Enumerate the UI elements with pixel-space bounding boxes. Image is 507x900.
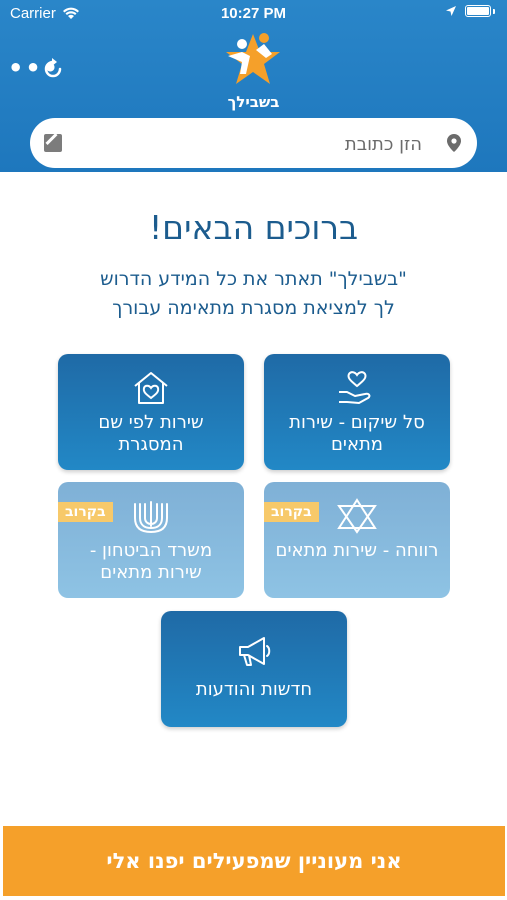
carrier-label: Carrier	[10, 5, 56, 22]
card-defense-label: משרד הביטחון - שירות מתאים	[89, 540, 213, 583]
battery-icon	[465, 5, 491, 17]
star-of-david-icon	[337, 498, 377, 534]
logo-text: בשבילך	[227, 93, 280, 111]
refresh-icon[interactable]	[40, 56, 66, 82]
welcome-subtitle: "בשבילך" תאתר את כל המידע הדרוש לך למציא…	[0, 265, 507, 323]
card-welfare-label: רווחה - שירות מתאים	[275, 540, 439, 561]
location-pin-icon	[447, 134, 461, 152]
status-time: 10:27 PM	[220, 5, 287, 22]
card-defense-ministry-service[interactable]: בקרוב משרד הביטחון - שירות מתאים	[58, 482, 244, 598]
battery-tip	[493, 8, 495, 14]
carrier-group: Carrier	[10, 5, 80, 22]
wifi-icon	[62, 7, 79, 19]
card-welfare-service[interactable]: בקרוב רווחה - שירות מתאים	[264, 482, 450, 598]
welcome-line-2: לך למציאת מסגרת מתאימה עבורך	[112, 297, 395, 319]
card-service-by-name-label: שירות לפי שם המסגרת	[98, 412, 204, 455]
coming-soon-badge: בקרוב	[58, 502, 113, 522]
status-bar: Carrier 10:27 PM	[0, 0, 507, 28]
megaphone-icon	[239, 637, 271, 666]
heart-hand-icon	[339, 371, 371, 404]
logo-icon	[226, 33, 280, 84]
status-right	[445, 5, 495, 17]
address-input[interactable]	[80, 126, 424, 162]
location-arrow-icon	[446, 6, 456, 16]
card-news-label: חדשות והודעות	[195, 679, 313, 700]
card-rehab-label: סל שיקום - שירות מתאים	[289, 412, 425, 455]
card-rehab-service[interactable]: סל שיקום - שירות מתאים	[264, 354, 450, 470]
card-service-by-name[interactable]: שירות לפי שם המסגרת	[58, 354, 244, 470]
welcome-line-1: "בשבילך" תאתר את כל המידע הדרוש	[100, 268, 407, 290]
heart-house-icon	[134, 372, 168, 404]
contact-me-button[interactable]: אני מעוניין שמפעילים יפנו אלי	[3, 826, 505, 896]
coming-soon-badge: בקרוב	[264, 502, 319, 522]
card-news-updates[interactable]: חדשות והודעות	[161, 611, 347, 727]
menorah-icon	[134, 501, 168, 534]
address-search-bar[interactable]	[30, 118, 477, 168]
edit-icon[interactable]	[44, 134, 62, 152]
welcome-title: ברוכים הבאים!	[148, 208, 359, 247]
